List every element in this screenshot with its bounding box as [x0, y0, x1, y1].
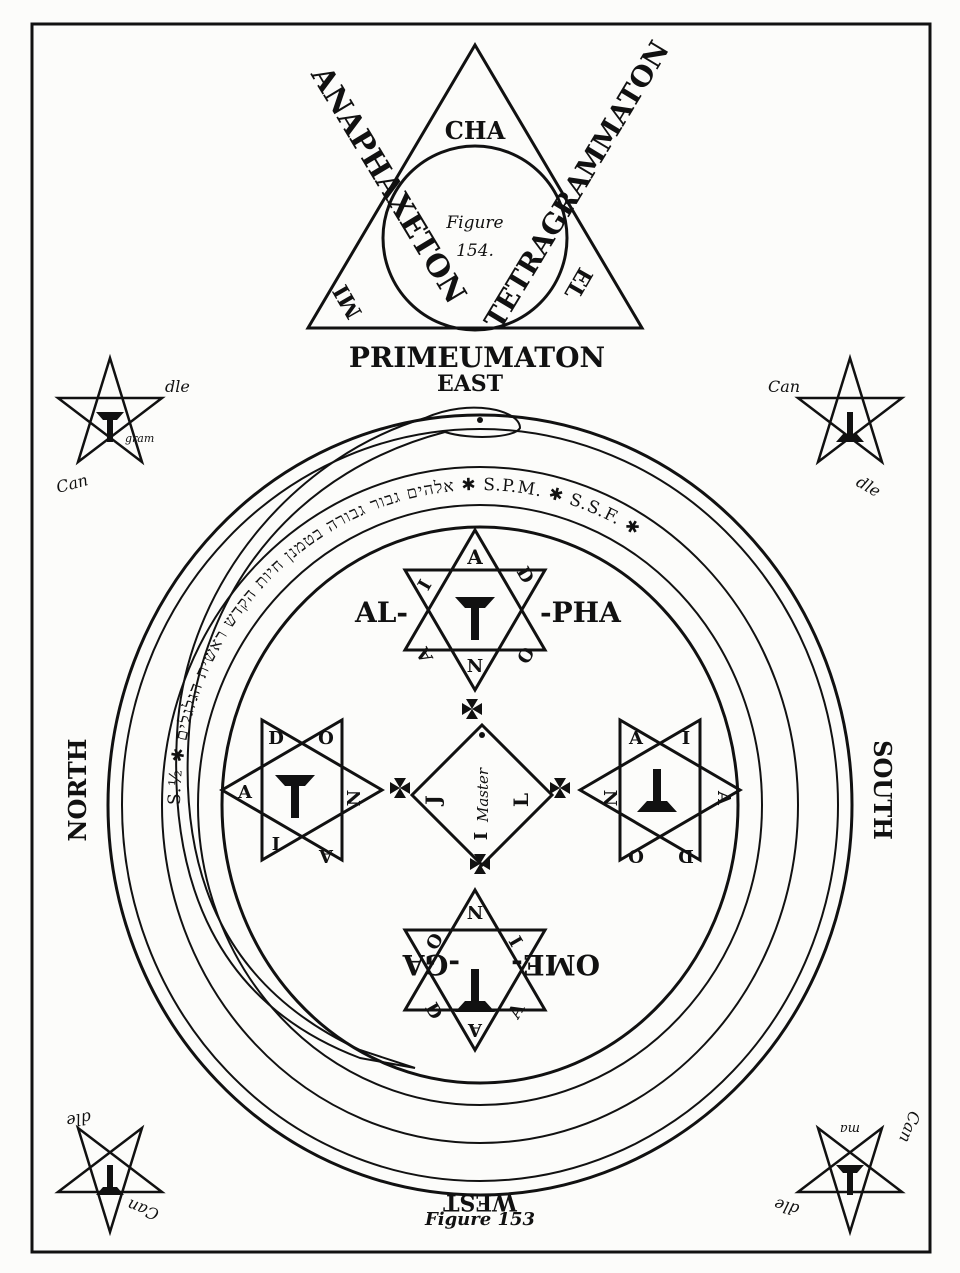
- tau-cross-icon: [637, 769, 677, 812]
- triangle-circle: [381, 144, 569, 332]
- hex-letter: N: [599, 790, 620, 806]
- pentagram-word: gram: [125, 432, 154, 445]
- hex-letter: I: [506, 932, 528, 950]
- pentagram-bottom-right: Can dle ma: [772, 1109, 924, 1237]
- hex-letter: D: [678, 845, 694, 866]
- central-circle-edge: [220, 525, 740, 1085]
- pentagram-word: Can: [768, 377, 800, 396]
- tau-cross-icon: [275, 775, 315, 818]
- hex-letter: A: [713, 790, 734, 806]
- outer-ring-edge-inner: [121, 428, 839, 1182]
- figure-caption: Figure 153: [424, 1209, 535, 1230]
- hex-letter: A: [412, 643, 438, 667]
- primeumaton-label: PRIMEUMATON: [349, 341, 605, 374]
- cross-pattee-icon: [550, 778, 570, 798]
- serpent-eye: [477, 417, 483, 423]
- alpha-right-label: -PHA: [540, 596, 622, 629]
- hex-letter: A: [467, 1019, 483, 1040]
- hex-letter: A: [628, 728, 644, 749]
- diamond-dot: [479, 732, 485, 738]
- triangle-inner-right-text: EL: [559, 263, 598, 304]
- hex-letter: D: [512, 563, 538, 587]
- pentagram-word: Can: [54, 470, 90, 497]
- inner-ring-edge: [197, 504, 763, 1106]
- hexagram-west: A D O N A I: [219, 717, 385, 866]
- triangle-top-text: CHA: [445, 116, 506, 145]
- pentagram-word: Can: [125, 1195, 162, 1224]
- pentagram-top-right: Can dle: [768, 353, 906, 501]
- pentagram-word: dle: [65, 1108, 93, 1131]
- south-label: SOUTH: [868, 740, 897, 840]
- outer-ring-textpath: S.½ ✱ אלהים גבור גבורה בטמנן חיות הקדש ר…: [165, 475, 643, 805]
- hex-letter: A: [466, 545, 483, 569]
- tau-cross-icon: [96, 412, 124, 442]
- triangle-outline: [305, 42, 645, 330]
- cross-pattee-group: [390, 699, 570, 874]
- master-label: Master: [474, 767, 492, 823]
- triangle-figure: CHA Figure 154. ANAPHAXETON TETRAGRAMMAT…: [303, 35, 676, 335]
- tau-cross-icon: [96, 1165, 124, 1195]
- middle-ring-edge: [161, 466, 799, 1144]
- pentagram-word: dle: [772, 1195, 801, 1220]
- hex-letter: D: [268, 728, 284, 749]
- pentagram-top-left: dle Can gram: [54, 353, 190, 497]
- cross-pattee-icon: [390, 778, 410, 798]
- hex-letter: I: [272, 834, 280, 855]
- hex-letter: O: [628, 845, 644, 866]
- hex-letter: O: [318, 728, 334, 749]
- outer-ring-inscription: S.½ ✱ אלהים גבור גבורה בטמנן חיות הקדש ר…: [165, 475, 644, 805]
- tau-cross-icon: [836, 412, 864, 442]
- north-label: NORTH: [63, 739, 92, 842]
- circle-caption-line2: 154.: [456, 241, 494, 261]
- diamond-letter-left: J: [421, 795, 445, 806]
- pentagram-word: ma: [840, 1121, 860, 1136]
- cross-pattee-icon: [462, 699, 482, 719]
- tau-cross-icon: [836, 1165, 864, 1195]
- hex-letter: A: [318, 845, 334, 866]
- tau-cross-icon: [455, 969, 495, 1012]
- triangle-left-side-text: ANAPHAXETON: [303, 59, 473, 309]
- tau-cross-icon: [455, 597, 495, 640]
- east-label: EAST: [437, 371, 504, 397]
- hex-letter: D: [420, 999, 446, 1023]
- hex-letter: I: [682, 728, 690, 749]
- west-label: WEST: [443, 1189, 518, 1215]
- hex-letter: A: [237, 782, 253, 803]
- alpha-left-label: AL-: [354, 596, 408, 629]
- omega-right-label: -GA: [401, 948, 460, 981]
- page-border: [30, 22, 932, 1254]
- hex-letter: N: [467, 656, 483, 677]
- pentagram-word: dle: [165, 377, 190, 396]
- hex-letter: N: [344, 790, 365, 806]
- cross-pattee-icon: [470, 854, 490, 874]
- hex-letter: N: [467, 901, 483, 922]
- serpent-body: [175, 406, 522, 1069]
- omega-left-label: OME-: [511, 948, 600, 981]
- hexagram-alpha: A D O N A I: [402, 527, 548, 693]
- hex-letter: O: [512, 643, 538, 667]
- diamond-letter-bottom: I: [471, 832, 492, 840]
- diamond-letter-right: L: [509, 793, 533, 807]
- circle-caption-line1: Figure: [445, 213, 503, 233]
- pentagram-word: Can: [895, 1109, 924, 1146]
- hex-letter: A: [504, 999, 530, 1023]
- hexagram-east: A A I N O D: [577, 717, 743, 866]
- outer-ring-edge: [106, 413, 854, 1197]
- central-diamond: Master J L I: [409, 722, 555, 868]
- pentagram-bottom-left: Can dle: [54, 1108, 166, 1237]
- pentagram-word: dle: [853, 472, 884, 501]
